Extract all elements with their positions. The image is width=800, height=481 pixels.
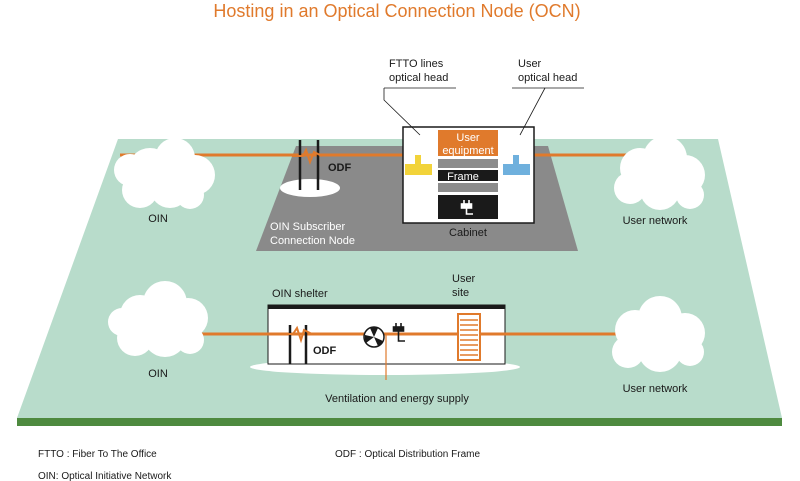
user-callout-line — [519, 87, 546, 136]
ftto-callout-label-2: optical head — [389, 72, 448, 84]
oin-cloud-bottom — [108, 281, 208, 357]
legend-ftto: FTTO : Fiber To The Office — [38, 449, 157, 460]
odf-frame-bottom — [284, 325, 313, 364]
user-optical-head — [503, 164, 530, 175]
user-equipment-label-2: equipment — [442, 145, 493, 157]
user-network-cloud-bottom — [612, 296, 705, 372]
fan-icon — [363, 326, 385, 348]
user-site-label-1: User — [452, 273, 476, 285]
ground-edge — [17, 418, 782, 426]
oin-label-bottom: OIN — [148, 368, 168, 380]
legend-odf: ODF : Optical Distribution Frame — [335, 449, 480, 460]
ventilation-label: Ventilation and energy supply — [325, 393, 469, 405]
node-label-line1: OIN Subscriber — [270, 221, 346, 233]
odf-base-top — [280, 179, 340, 197]
frame-label: Frame — [447, 171, 479, 183]
user-optical-head-port — [513, 155, 519, 165]
user-network-label-bottom: User network — [623, 383, 688, 395]
oin-shelter-label: OIN shelter — [272, 288, 328, 300]
frame-box — [438, 170, 498, 181]
odf-frame-top — [292, 140, 323, 190]
odf-label-bottom: ODF — [313, 345, 337, 357]
oin-cloud-top — [114, 138, 215, 209]
user-site-label-2: site — [452, 287, 469, 299]
oin-label-top: OIN — [148, 213, 168, 225]
ftto-callout-line — [383, 88, 421, 136]
diagram-title: Hosting in an Optical Connection Node (O… — [213, 1, 580, 21]
odf-label-top: ODF — [328, 162, 352, 174]
oin-shelter-roof — [268, 305, 505, 309]
ground-plane — [17, 139, 782, 418]
user-network-label-top: User network — [623, 215, 688, 227]
user-callout-label-2: optical head — [518, 72, 577, 84]
user-callout-label-1: User — [518, 58, 542, 70]
user-equipment-box — [438, 130, 498, 156]
plug-icon-bottom — [392, 323, 405, 342]
user-network-cloud-top — [614, 136, 705, 210]
ftto-optical-head — [405, 164, 432, 175]
cabinet-panel-2 — [438, 183, 498, 192]
cabinet-panel-1 — [438, 159, 498, 168]
ftto-callout-label-1: FTTO lines — [389, 58, 444, 70]
user-equipment-label-1: User — [456, 132, 480, 144]
legend-oin: OIN: Optical Initiative Network — [38, 471, 172, 481]
plug-icon — [460, 200, 473, 215]
cabinet-label: Cabinet — [449, 227, 487, 239]
ftto-optical-head-port — [415, 155, 421, 165]
node-label-line2: Connection Node — [270, 235, 355, 247]
user-site-panel — [457, 313, 481, 361]
